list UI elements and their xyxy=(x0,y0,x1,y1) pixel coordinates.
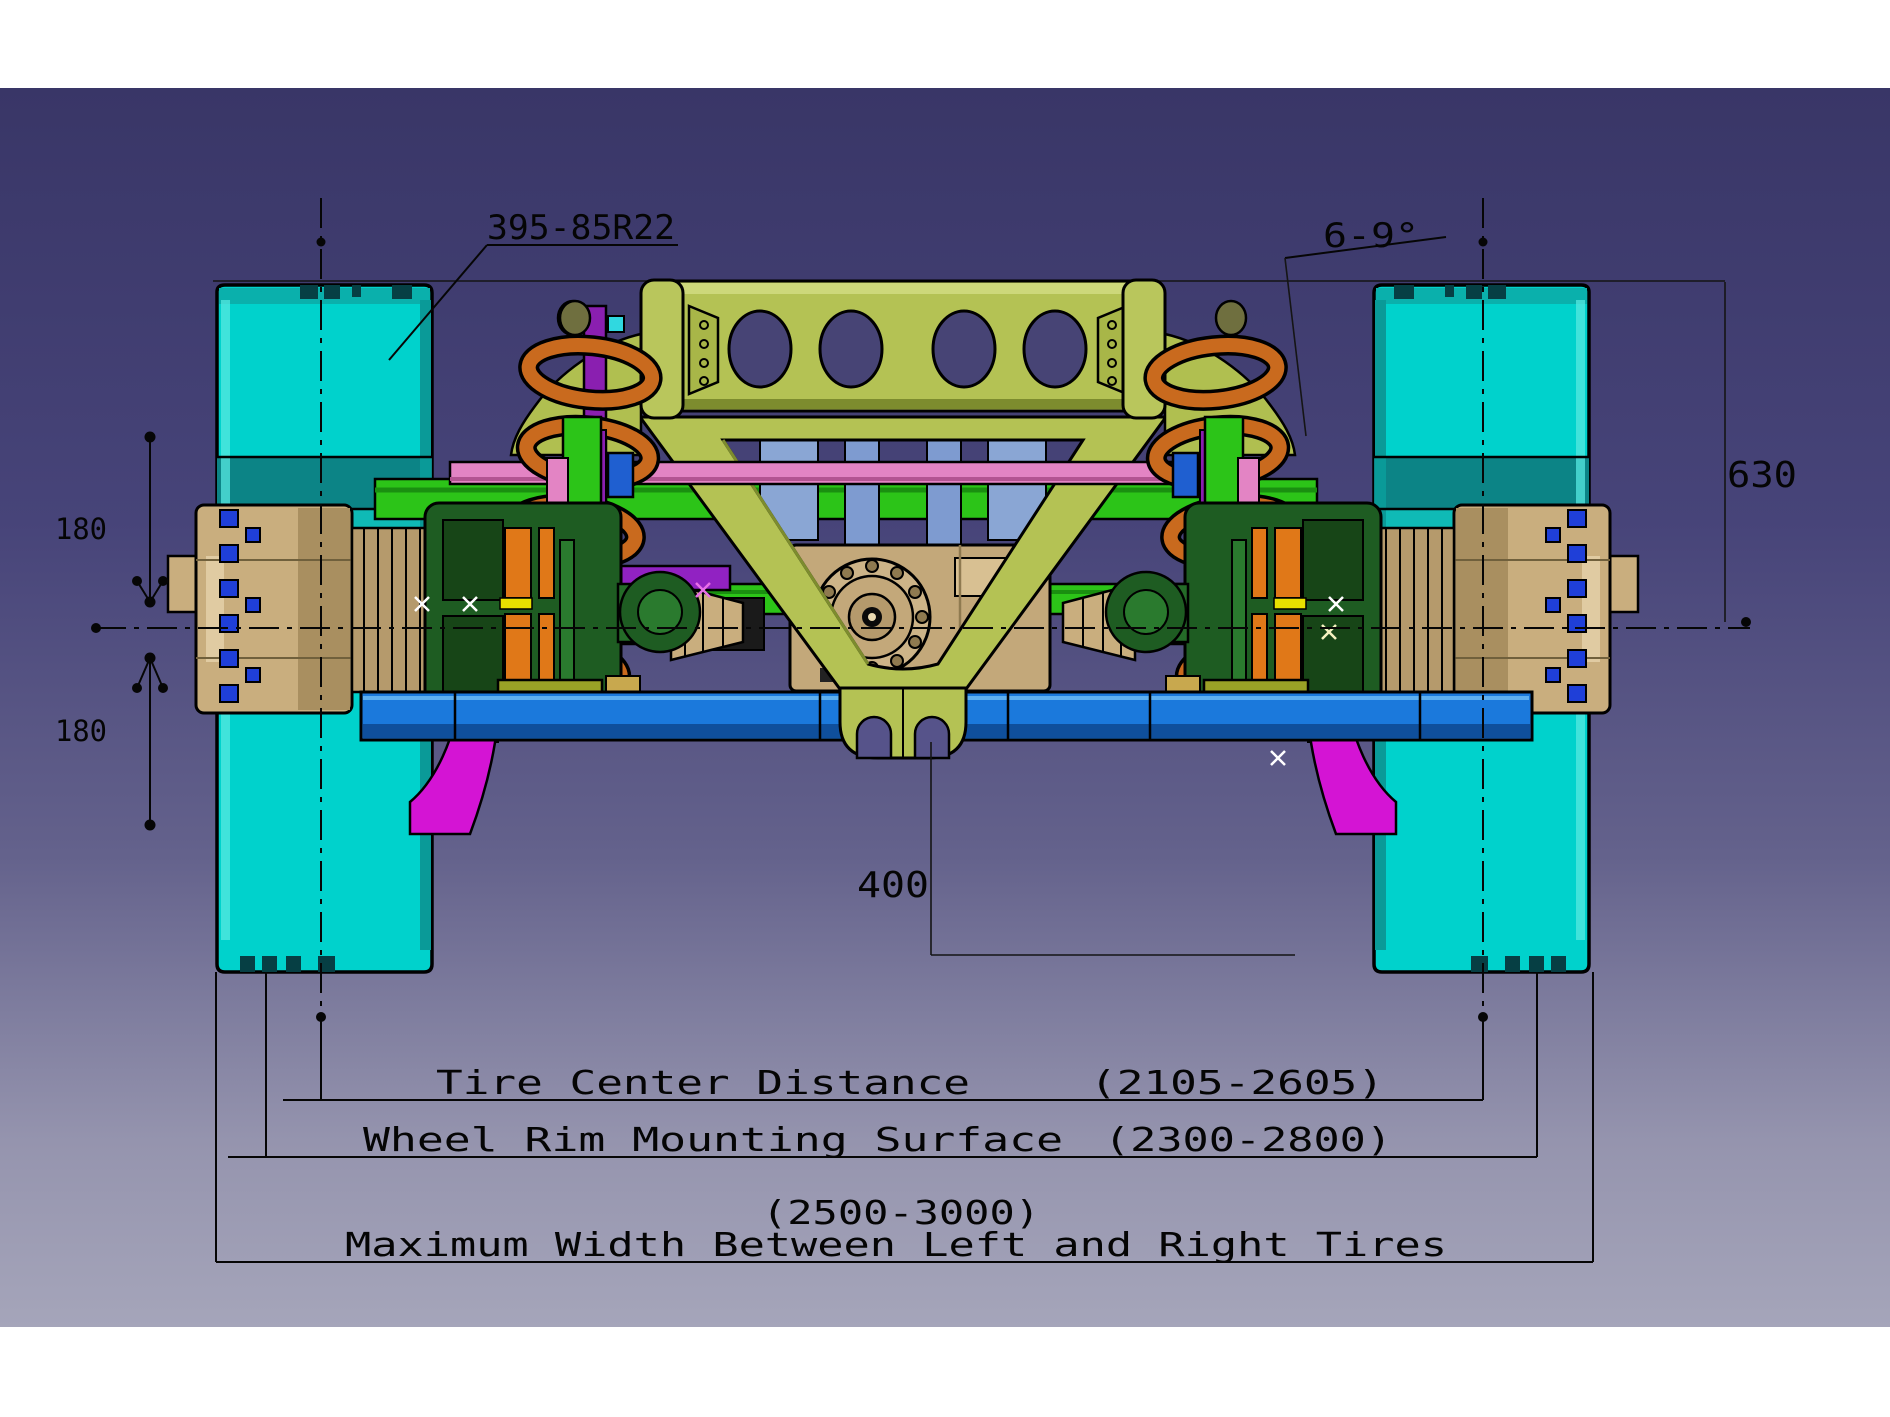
point-markers xyxy=(414,582,1344,766)
dim-height-630: 630 xyxy=(1727,455,1797,496)
dim-tire-size: 395-85R22 xyxy=(487,208,675,248)
dim-width-400: 400 xyxy=(857,865,929,906)
hub-left xyxy=(166,501,702,717)
dim-camber-angle: 6-9° xyxy=(1323,216,1419,256)
range-max-width: (2500-3000) xyxy=(762,1193,1040,1232)
range-wheel-rim: (2300-2800) xyxy=(1104,1120,1392,1159)
dim-offset-180-lower: 180 xyxy=(55,714,107,748)
center-mount-bracket xyxy=(838,686,968,760)
dim-offset-180-upper: 180 xyxy=(55,512,107,546)
range-tire-center-distance: (2105-2605) xyxy=(1090,1063,1384,1102)
label-wheel-rim: Wheel Rim Mounting Surface xyxy=(363,1120,1063,1159)
dimension-lines xyxy=(91,198,1751,1263)
top-cross-beam xyxy=(509,278,1297,457)
hub-right xyxy=(1104,501,1640,717)
label-max-width: Maximum Width Between Left and Right Tir… xyxy=(345,1225,1447,1264)
label-tire-center-distance: Tire Center Distance xyxy=(436,1063,970,1102)
